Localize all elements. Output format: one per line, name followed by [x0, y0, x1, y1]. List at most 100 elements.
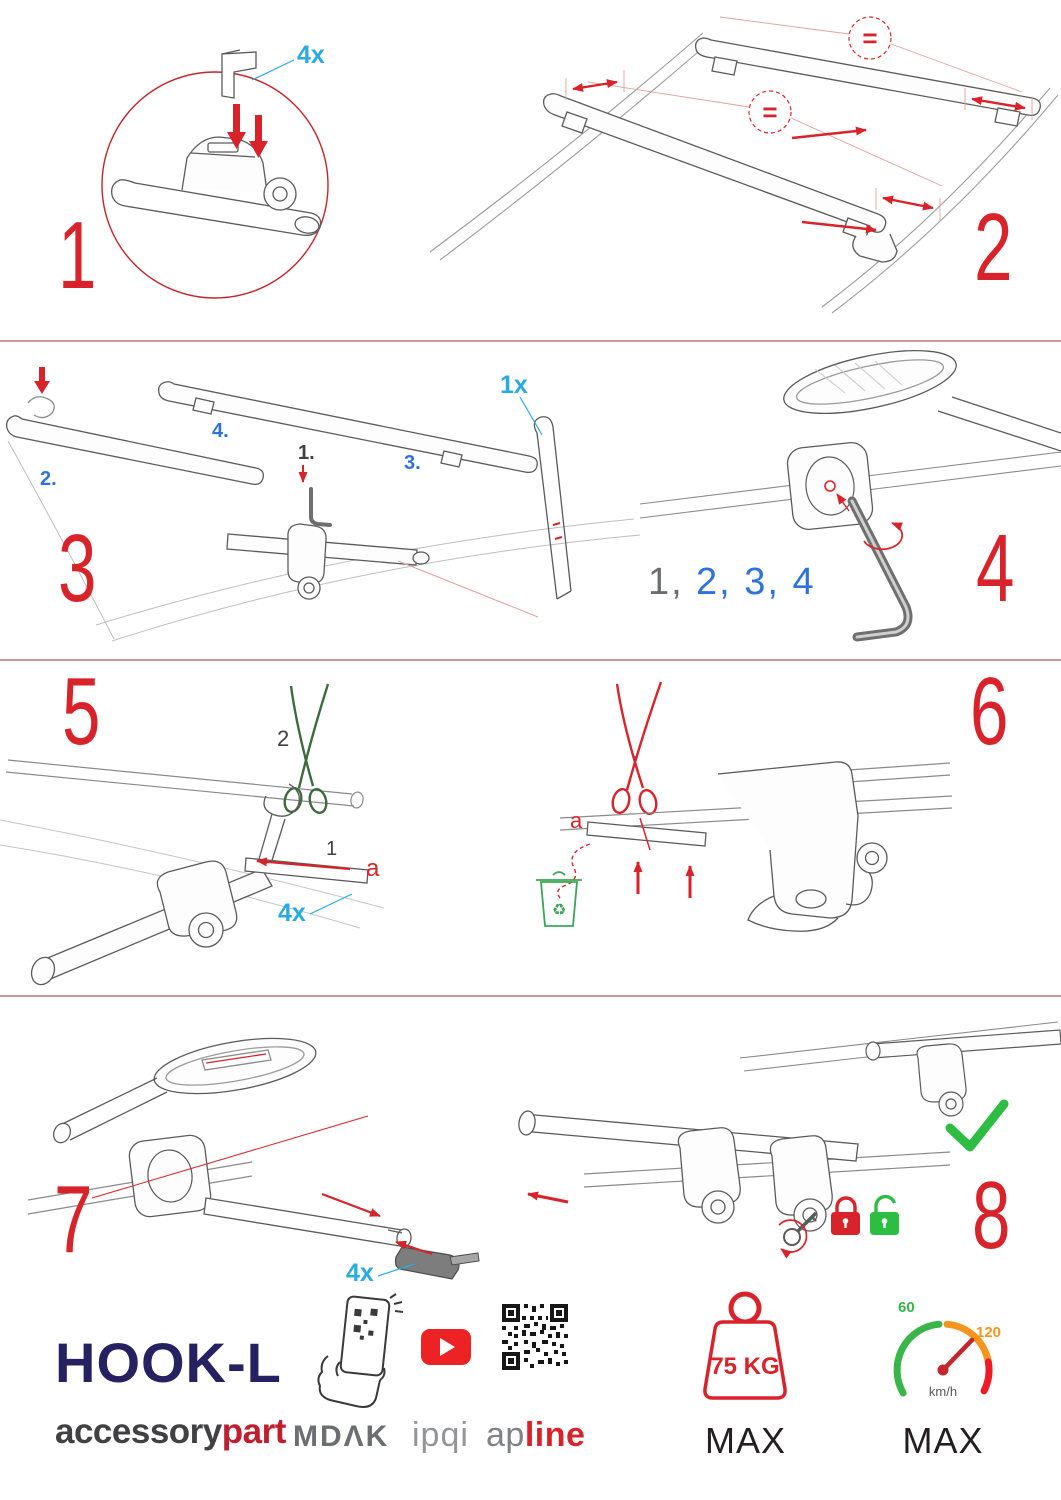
- hook-insert-piece: [221, 51, 257, 99]
- crossbars: [543, 37, 1041, 263]
- section-divider-3: [0, 995, 1061, 997]
- step-4-illustration: 1, 2, 3, 4: [639, 350, 1061, 642]
- recycle-icon: ♻: [552, 900, 566, 919]
- speed-unit-label: km/h: [929, 1384, 957, 1399]
- rotate-arrow: [863, 522, 904, 551]
- allen-key-icon: [298, 465, 332, 527]
- insert-direction-arrows: [227, 104, 268, 158]
- spacing-arrows: [572, 79, 1026, 234]
- speed-high-label: 120: [976, 1324, 1001, 1341]
- magnifier-circle: [101, 71, 329, 299]
- logo-ipqi: ipqi: [412, 1416, 469, 1454]
- step-7-number: 7: [54, 1166, 92, 1273]
- clamp-drawing: [128, 1134, 212, 1218]
- brand-accessory: accessory: [55, 1412, 222, 1451]
- bar-top-opening: [52, 1037, 317, 1144]
- sequence-first: 1,: [648, 561, 684, 603]
- reference-line: [91, 1115, 369, 1199]
- qty-label: 4x: [278, 899, 306, 927]
- section-divider-1: [0, 340, 1061, 342]
- bar-end-drawing: [203, 1197, 412, 1248]
- substep-4: 4.: [212, 420, 229, 442]
- phone-scan-icon: [317, 1293, 404, 1408]
- padlock-locked-icon: [831, 1196, 860, 1235]
- push-up-arrows: [633, 861, 695, 898]
- checkmark-icon: [945, 1099, 1009, 1152]
- qty-leader-line: [251, 59, 295, 81]
- speedometer-icon: 60 120 km/h: [893, 1299, 1001, 1399]
- scissors-icon: [283, 683, 330, 815]
- step-6-illustration: a ♻: [536, 681, 953, 932]
- step-6-number: 6: [970, 658, 1008, 765]
- crossbars-drawing: [6, 381, 538, 600]
- strap-tool-drawing: [533, 416, 572, 600]
- weight-max-icon: 75 KG: [703, 1291, 787, 1400]
- part-a-label: a: [366, 855, 380, 882]
- leader-line: [397, 560, 539, 618]
- substep-3: 3.: [404, 452, 421, 474]
- substep-1: 1.: [298, 442, 315, 464]
- step-5-illustration: 2 1 a 4x: [0, 683, 385, 986]
- substep-2: 2.: [40, 468, 57, 490]
- logo-mdak: MDΛK: [293, 1420, 390, 1453]
- logo-apline-ap: ap: [486, 1416, 525, 1454]
- qty-leader-line: [309, 893, 353, 915]
- step-1-number: 1: [58, 202, 96, 309]
- qty-leader-line: [377, 1263, 415, 1277]
- logo-apline: apline: [486, 1416, 585, 1455]
- insert-arrows: [321, 1192, 433, 1256]
- cut-order-label: 2: [277, 726, 289, 751]
- step-5-number: 5: [62, 658, 100, 765]
- bar-clamps-drawing: [518, 1110, 859, 1232]
- qty-label: 4x: [297, 41, 325, 69]
- sequence-rest: 2, 3, 4: [696, 561, 816, 603]
- qr-code: [502, 1304, 568, 1370]
- roof-rails: [429, 32, 1059, 314]
- target-arrow: [836, 493, 850, 512]
- speedometer-needle: [940, 1337, 975, 1373]
- equals-sign: =: [762, 97, 777, 127]
- scissors-icon: [611, 681, 663, 816]
- brand-logo: accessorypart: [55, 1412, 286, 1452]
- cut-line: [639, 817, 651, 851]
- product-name: HOOK-L: [55, 1331, 282, 1394]
- bracket-drawing: [586, 761, 888, 932]
- crossbar-clamp-drawing: [111, 49, 322, 236]
- allen-key-icon: [847, 496, 913, 642]
- qty-label: 1x: [500, 371, 528, 399]
- roof-rail: [583, 1151, 951, 1188]
- qty-leader-line: [519, 396, 543, 436]
- equals-sign: =: [862, 23, 877, 53]
- bar-top-view: [783, 350, 1061, 452]
- discard-path: [557, 843, 591, 899]
- pull-order-label: 1: [326, 838, 337, 860]
- equal-spacing-badges: = =: [748, 16, 892, 134]
- section-divider-2: [0, 659, 1061, 661]
- pull-arrow: [256, 857, 351, 871]
- phone-qr-screen: [353, 1308, 378, 1340]
- qty-label: 4x: [346, 1259, 374, 1287]
- sequence-text: 1, 2, 3, 4: [648, 561, 816, 603]
- weight-value: 75 KG: [710, 1353, 779, 1380]
- slide-arrow: [527, 1191, 569, 1204]
- trash-bin-icon: ♻: [536, 871, 582, 927]
- pre-step-marker: [27, 367, 55, 419]
- step-8-number: 8: [972, 1162, 1010, 1269]
- speed-max-label: MAX: [902, 1420, 984, 1461]
- strap-highlight: [205, 1053, 267, 1064]
- step-1-illustration: 4x: [101, 41, 329, 299]
- speed-low-label: 60: [898, 1299, 915, 1316]
- part-a-label: a: [570, 808, 583, 833]
- weight-max-label: MAX: [704, 1420, 786, 1461]
- step-2-number: 2: [974, 194, 1012, 301]
- rotate-arrow: [778, 1219, 808, 1259]
- step-8-illustration: [518, 1021, 1061, 1259]
- padlock-unlocked-icon: [870, 1194, 899, 1235]
- step-4-number: 4: [976, 515, 1014, 622]
- step-3-illustration: 1x 1. 2. 3. 4.: [6, 367, 641, 642]
- step-3-number: 3: [58, 515, 96, 622]
- youtube-icon: [421, 1329, 471, 1365]
- play-triangle: [440, 1338, 455, 1356]
- logo-apline-line: line: [524, 1416, 586, 1454]
- step-7-illustration: 4x: [27, 1037, 480, 1287]
